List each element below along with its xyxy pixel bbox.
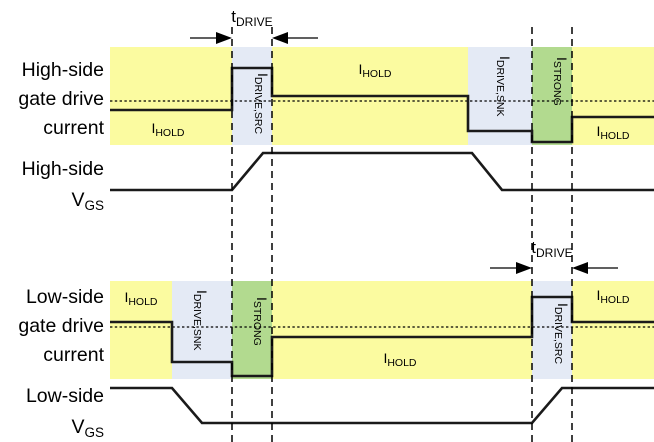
tdrive-dimension-bottom: tDRIVE: [490, 238, 618, 274]
ls-current-label-line1: Low-side: [26, 286, 104, 308]
band-hs-strong: [532, 47, 572, 145]
hs-current-label-line3: current: [43, 117, 104, 139]
ls-vgs-label-line1: Low-side: [26, 385, 104, 407]
tdrive-top-right-arrow-icon: [272, 32, 288, 44]
band-ls-hold-mid: [272, 281, 532, 379]
region-label-hs-hold-mid: IHOLD: [358, 61, 391, 80]
band-hs-hold-left: [110, 47, 232, 145]
band-ls-strong: [232, 281, 272, 379]
tdrive-bottom-label: tDRIVE: [531, 238, 572, 260]
axis-label-lowside-current: Low-side gate drive current: [18, 286, 104, 366]
axis-label-lowside-vgs: Low-side VGS: [26, 385, 104, 440]
time-marker-lines: [231, 27, 573, 442]
hs-current-label-line2: gate drive: [18, 88, 104, 110]
tdrive-bottom-right-arrow-icon: [572, 262, 588, 274]
region-label-hs-hold-left: IHOLD: [151, 120, 184, 139]
region-label-ls-hold-left: IHOLD: [124, 289, 157, 308]
region-label-hs-strong: ISTRONG: [551, 57, 570, 106]
hs-current-label-line1: High-side: [22, 59, 104, 81]
hs-vgs-label-line2: VGS: [71, 189, 104, 213]
region-label-ls-hold-right: IHOLD: [596, 287, 629, 306]
tdrive-dimension-top: tDRIVE: [190, 7, 318, 44]
highside-vgs-waveform: [110, 151, 654, 192]
tdrive-top-label: tDRIVE: [231, 7, 272, 29]
axis-label-highside-vgs: High-side VGS: [22, 158, 104, 213]
region-label-ls-hold-mid: IHOLD: [383, 350, 416, 369]
band-hs-drive-src: [232, 47, 272, 145]
hs-vgs-label-line1: High-side: [22, 158, 104, 180]
lowside-current-bands: [110, 281, 654, 379]
region-label-hs-drive-snk: IDRIVE,SNK: [494, 56, 513, 117]
band-ls-hold-right: [572, 281, 654, 379]
ls-vgs-label-line2: VGS: [71, 416, 104, 440]
region-label-ls-drive-src: IDRIVE,SRC: [552, 303, 571, 364]
lowside-vgs-waveform: [110, 386, 654, 425]
ls-current-label-line2: gate drive: [18, 315, 104, 337]
ls-current-label-line3: current: [43, 344, 104, 366]
axis-label-highside-current: High-side gate drive current: [18, 59, 104, 139]
tdrive-bottom-left-arrow-icon: [516, 262, 532, 274]
region-label-ls-strong: ISTRONG: [251, 297, 270, 346]
tdrive-top-left-arrow-icon: [216, 32, 232, 44]
band-ls-hold-left: [110, 281, 172, 379]
region-label-hs-hold-right: IHOLD: [596, 123, 629, 142]
band-hs-hold-right: [572, 47, 654, 145]
region-label-ls-drive-snk: IDRIVE,SNK: [191, 290, 210, 351]
band-hs-drive-snk: [468, 47, 532, 145]
region-label-hs-drive-src: IDRIVE,SRC: [252, 73, 271, 134]
